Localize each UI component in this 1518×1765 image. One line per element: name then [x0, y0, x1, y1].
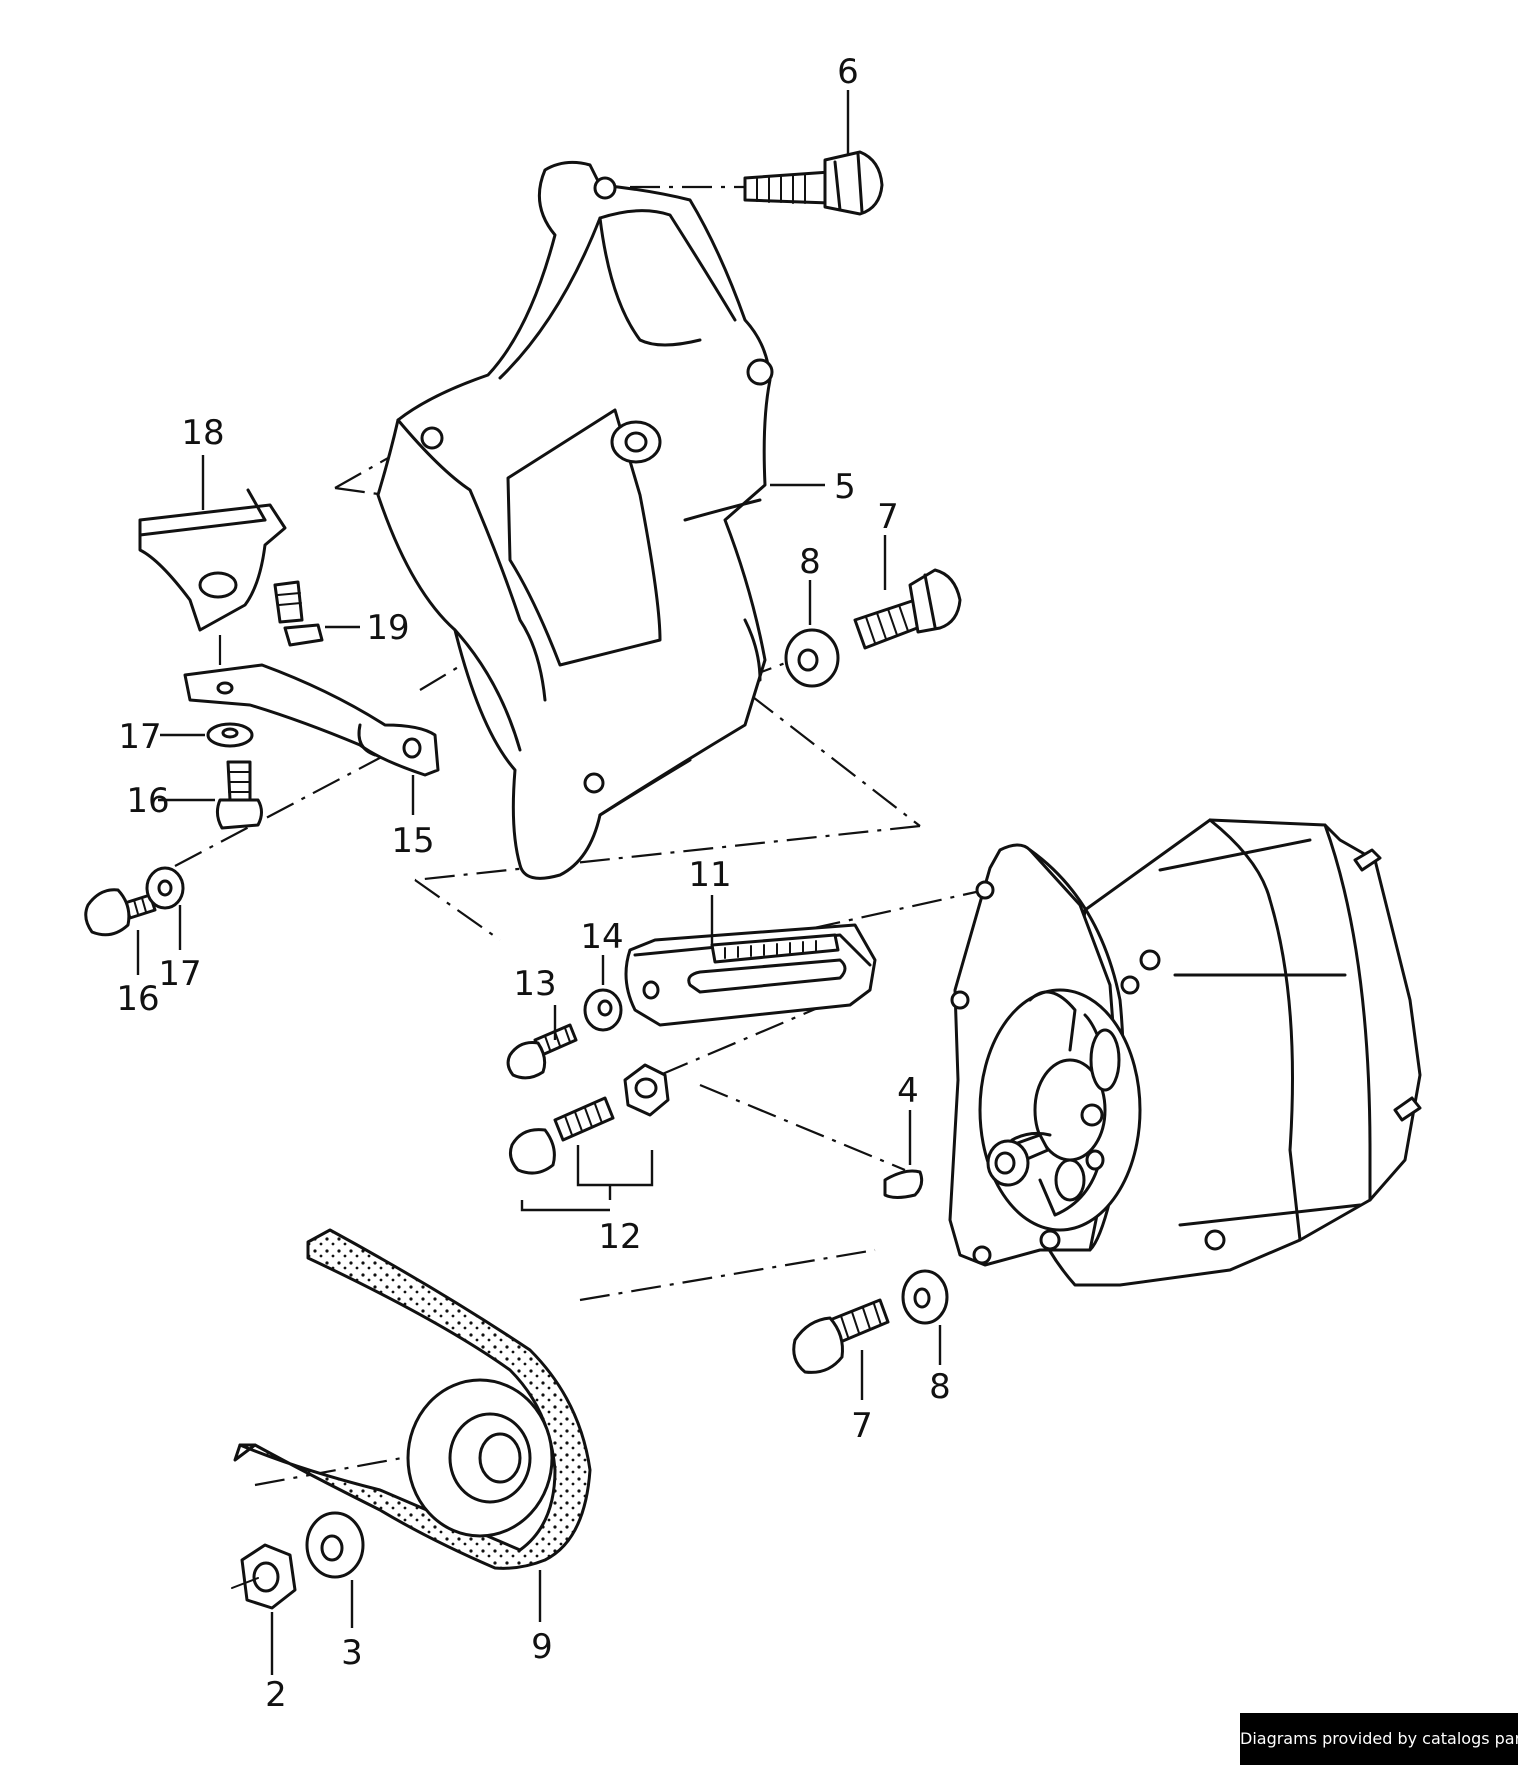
bolt-13	[506, 1023, 578, 1080]
label-18: 18	[181, 413, 224, 453]
woodruff-key-4	[883, 1169, 924, 1199]
bolt-6	[743, 150, 884, 216]
washer-17-upper	[206, 722, 254, 748]
alternator	[948, 818, 1422, 1287]
label-11: 11	[688, 855, 731, 895]
bolt-16-lower	[84, 888, 157, 937]
label-14: 14	[580, 917, 623, 957]
washer-14	[583, 988, 623, 1032]
strap-15	[183, 663, 440, 777]
bolt-16-upper	[215, 760, 263, 830]
leader-lines	[136, 90, 942, 1675]
bolt-7-upper	[853, 568, 962, 650]
bolt-7-lower	[792, 1298, 890, 1374]
pulley	[406, 1378, 554, 1538]
bolt-19	[273, 580, 324, 647]
washer-8-upper	[784, 628, 840, 688]
credit-text: Diagrams provided by catalogs parts	[1240, 1729, 1518, 1748]
bracket-18	[138, 488, 287, 632]
nut-2	[231, 1543, 297, 1610]
tensioner-11	[624, 923, 877, 1027]
washer-3	[305, 1511, 365, 1579]
label-12: 12	[598, 1217, 641, 1257]
callouts: 6 5 18 7 8 19 17 16 15 16 17 11 14 13 4 …	[116, 52, 950, 1715]
bolt-12	[509, 1096, 615, 1175]
label-2: 2	[265, 1675, 287, 1715]
label-13: 13	[513, 964, 556, 1004]
label-7-upper: 7	[877, 497, 899, 537]
v-belt-9	[233, 1228, 592, 1570]
label-4: 4	[897, 1071, 919, 1111]
label-16-upper: 16	[126, 781, 169, 821]
nut-12	[623, 1063, 670, 1117]
label-8-lower: 8	[929, 1367, 951, 1407]
washer-17-lower	[145, 866, 185, 910]
label-8-upper: 8	[799, 542, 821, 582]
label-17-lower: 17	[158, 954, 201, 994]
bracket-12	[520, 1145, 654, 1212]
label-9: 9	[531, 1627, 553, 1667]
label-19: 19	[366, 608, 409, 648]
credit-badge: Diagrams provided by catalogs parts	[1240, 1713, 1518, 1765]
label-5: 5	[834, 467, 856, 507]
label-16-lower: 16	[116, 979, 159, 1019]
alternator-bracket	[376, 160, 774, 880]
label-3: 3	[341, 1633, 363, 1673]
label-6: 6	[837, 52, 859, 92]
washer-8-lower	[901, 1269, 949, 1325]
label-17-upper: 17	[118, 717, 161, 757]
label-15: 15	[391, 821, 434, 861]
label-7-lower: 7	[851, 1406, 873, 1446]
